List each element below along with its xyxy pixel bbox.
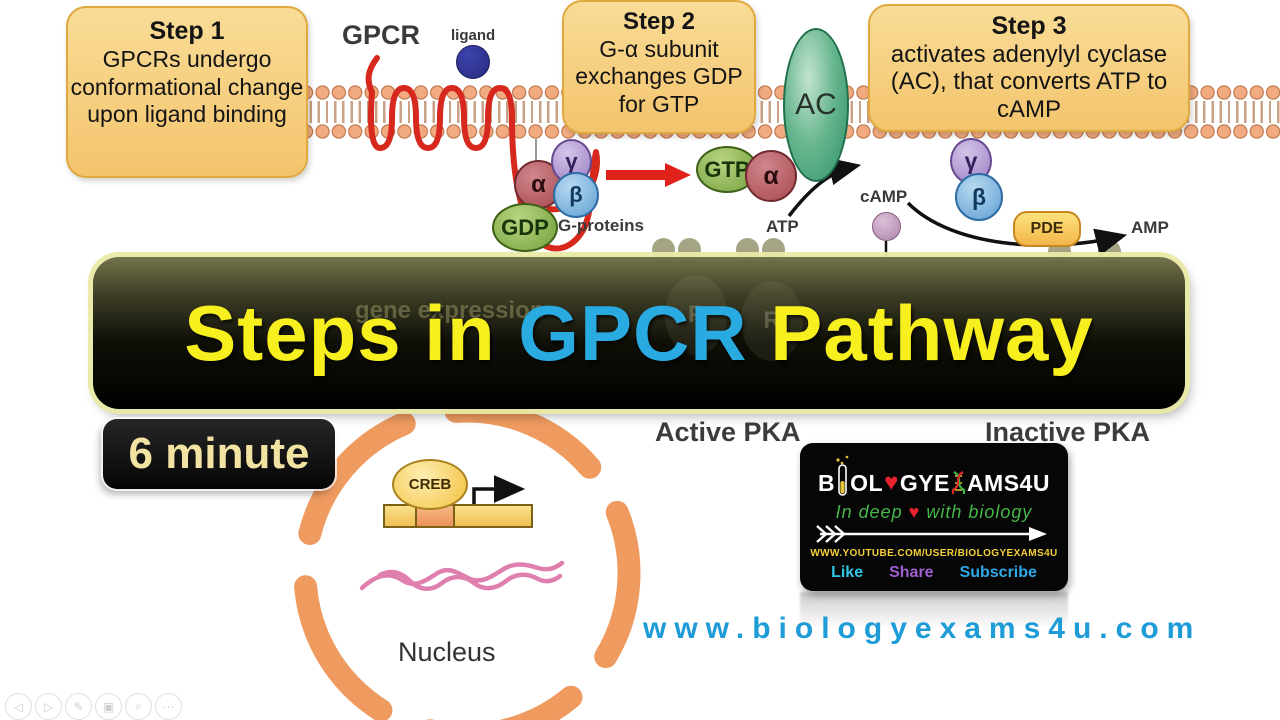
brand-part: B: [818, 469, 836, 496]
activated-alpha-subunit: α: [745, 150, 797, 202]
amp-label: AMP: [1131, 218, 1169, 237]
dna-helix-icon: [951, 471, 966, 494]
video-title: Steps in GPCR Pathway: [184, 288, 1094, 379]
slides-icon: ▣: [102, 699, 115, 714]
zoom-button[interactable]: ⌕: [125, 693, 152, 720]
slides-overview-button[interactable]: ▣: [95, 693, 122, 720]
tagline-part: with biology: [926, 502, 1033, 522]
step-2-title: Step 2: [622, 8, 696, 35]
inactive-pka-label: Inactive PKA: [985, 417, 1151, 447]
ligand-label: ligand: [451, 27, 496, 44]
logo-reflection: [800, 592, 1068, 626]
title-banner: gene expression P R Steps in GPCR Pathwa…: [93, 257, 1185, 409]
slideshow-toolbar: ◁ ▷ ✎ ▣ ⌕ ⋯: [5, 693, 182, 720]
brand-part: AMS4U: [966, 469, 1050, 496]
g-proteins-label: G-proteins: [558, 216, 644, 235]
share-label: Share: [889, 564, 934, 581]
title-part-2: Pathway: [747, 288, 1094, 377]
heart-icon: ♥: [908, 502, 921, 522]
step-1-title: Step 1: [149, 17, 225, 45]
adenylyl-cyclase: AC: [783, 28, 849, 182]
test-tube-icon: [836, 455, 849, 496]
camp-molecule: [872, 212, 901, 241]
ghost-camp-dot: [678, 238, 701, 261]
ellipsis-icon: ⋯: [162, 699, 175, 714]
brand-part: OL: [850, 469, 884, 496]
subscribe-label: Subscribe: [959, 564, 1037, 581]
step-3-callout: Step 3 activates adenylyl cyclase (AC), …: [868, 4, 1190, 132]
activation-arrow: [606, 162, 691, 187]
active-pka-label: Active PKA: [655, 417, 801, 447]
dna-bar: [383, 504, 533, 528]
step-2-callout: Step 2 G-α subunit exchanges GDP for GTP: [562, 0, 756, 134]
title-part-1: Steps in: [184, 288, 519, 377]
title-highlight: GPCR: [518, 288, 748, 377]
ghost-gene-expression-label: gene expression: [355, 297, 545, 324]
beta-subunit-right: β: [955, 173, 1003, 221]
duration-badge: 6 minute: [103, 419, 335, 489]
step-1-body: GPCRs undergo conformational change upon…: [70, 46, 304, 128]
arrow-divider-icon: [816, 525, 1047, 543]
pen-icon: ✎: [73, 699, 84, 714]
gdp-node: GDP: [492, 203, 558, 252]
pde-node: PDE: [1013, 211, 1081, 247]
previous-icon: ◁: [13, 699, 24, 714]
g-beta-subunit: β: [553, 172, 599, 218]
step-1-callout: Step 1 GPCRs undergo conformational chan…: [66, 6, 308, 178]
pen-tool-button[interactable]: ✎: [65, 693, 92, 720]
brand-part: GYE: [899, 469, 950, 496]
previous-slide-button[interactable]: ◁: [5, 693, 32, 720]
ghost-camp-dot: [762, 238, 785, 261]
camp-label: cAMP: [860, 187, 908, 206]
step-2-body: G-α subunit exchanges GDP for GTP: [575, 36, 743, 117]
like-label: Like: [831, 564, 864, 581]
next-icon: ▷: [43, 699, 54, 714]
next-slide-button[interactable]: ▷: [35, 693, 62, 720]
brand-name: B OL ♥ GYE AMS4U: [818, 455, 1050, 497]
magnifier-icon: ⌕: [135, 699, 142, 713]
nucleus-label: Nucleus: [398, 637, 496, 667]
ghost-pka-subunit: R: [741, 281, 803, 361]
channel-logo-card: B OL ♥ GYE AMS4U In deep ♥ with biology: [800, 443, 1068, 591]
channel-url: WWW.YOUTUBE.COM/USER/BIOLOGYEXAMS4U: [810, 548, 1058, 559]
ghost-pka-subunit: P: [665, 275, 727, 355]
more-options-button[interactable]: ⋯: [155, 693, 182, 720]
step-3-body: activates adenylyl cyclase (AC), that co…: [890, 40, 1168, 123]
ghost-camp-dot: [652, 238, 675, 261]
ligand-icon: [456, 45, 490, 79]
website-url: www.biologyexams4u.com: [643, 612, 1202, 645]
mrna-squiggle: [359, 560, 565, 591]
cta-row: Like Share Subscribe: [831, 564, 1037, 582]
tagline-part: In deep: [835, 502, 903, 522]
gpcr-label: GPCR: [342, 20, 421, 50]
atp-label: ATP: [766, 217, 799, 236]
tagline: In deep ♥ with biology: [836, 502, 1033, 523]
ghost-camp-dot: [736, 238, 759, 261]
heart-icon: ♥: [884, 469, 899, 496]
creb-node: CREB: [392, 459, 468, 510]
step-3-title: Step 3: [991, 12, 1067, 40]
